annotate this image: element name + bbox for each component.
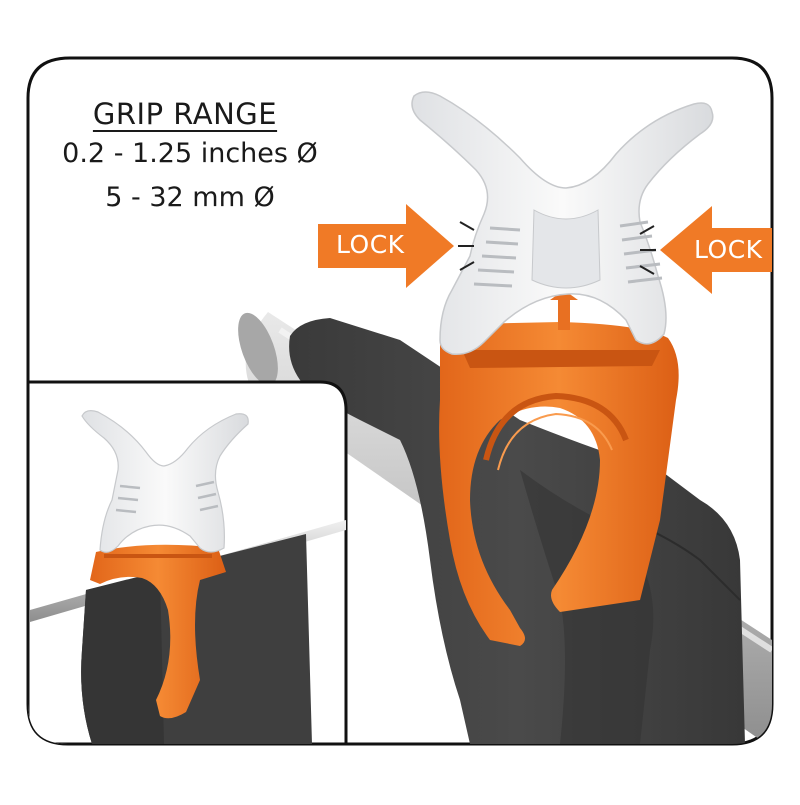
- large-clip-white: [411, 91, 714, 355]
- grip-range-title: GRIP RANGE: [92, 97, 278, 131]
- motion-lines-right: [639, 225, 656, 275]
- large-clip-orange: [439, 290, 679, 646]
- inset-clip-white: [81, 410, 249, 553]
- grip-range-inches: 0.2 - 1.25 inches Ø: [62, 138, 318, 169]
- lock-arrow-right: [660, 206, 772, 294]
- grip-range-info: GRIP RANGE 0.2 - 1.25 inches Ø 5 - 32 mm…: [20, 96, 360, 220]
- lock-label-right: LOCK: [694, 235, 763, 264]
- grip-range-mm: 5 - 32 mm Ø: [105, 182, 275, 213]
- inset-panel: [28, 380, 348, 744]
- lock-arrow-left: [318, 204, 454, 288]
- lock-label-left: LOCK: [336, 230, 405, 259]
- inset-clip-orange: [90, 544, 226, 719]
- motion-lines-left: [458, 221, 475, 271]
